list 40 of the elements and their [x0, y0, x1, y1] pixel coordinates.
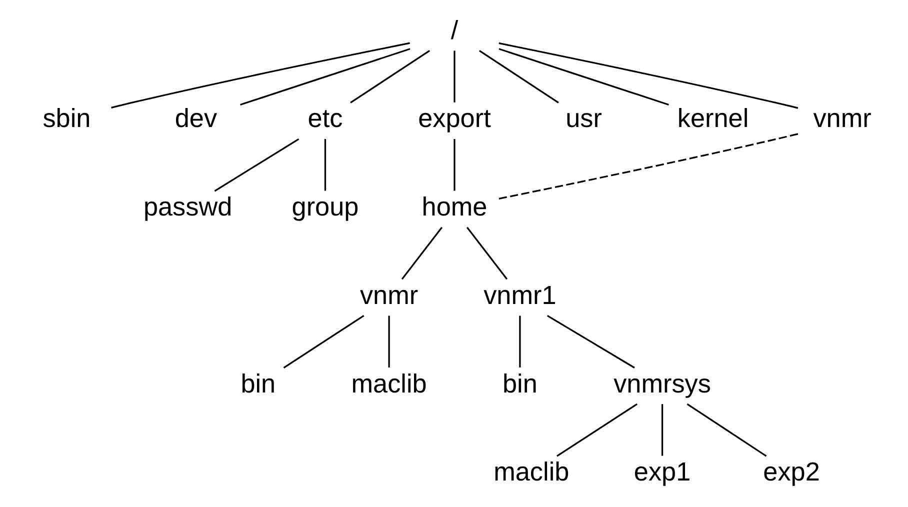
node-text: vnmr: [359, 280, 418, 310]
connector: [388, 316, 390, 368]
node-text: passwd: [142, 192, 232, 222]
connector: [400, 226, 442, 280]
connector: [350, 50, 430, 104]
node-text: vnmr: [812, 103, 871, 134]
node-text: exp1: [633, 456, 690, 487]
node-text: vnmrsys: [613, 368, 710, 398]
node-text: bin: [240, 368, 276, 398]
node-text: maclib: [493, 456, 569, 487]
connector: [498, 133, 798, 200]
node-text: sbin: [42, 103, 90, 134]
connector: [478, 50, 558, 104]
node-text: etc: [307, 103, 342, 134]
node-text: usr: [565, 103, 602, 134]
node-text: home: [421, 192, 487, 222]
connector: [324, 139, 326, 191]
connector: [453, 139, 455, 191]
connector: [498, 42, 798, 109]
node-text: dev: [174, 103, 217, 134]
connector: [518, 316, 520, 368]
connector: [660, 404, 663, 456]
node-text: bin: [502, 368, 537, 398]
node-text: maclib: [350, 368, 426, 398]
node-text: kernel: [676, 103, 748, 134]
connector: [282, 315, 364, 368]
connector: [214, 138, 299, 192]
connector: [556, 403, 637, 457]
node-text: /: [450, 14, 458, 45]
connector: [240, 48, 410, 106]
connector: [498, 48, 668, 106]
node-text: group: [291, 192, 358, 222]
node-text: export: [418, 103, 490, 134]
connector: [110, 42, 410, 108]
connector: [546, 315, 634, 368]
connector: [686, 403, 766, 457]
node-text: exp2: [762, 456, 820, 487]
connector: [466, 226, 508, 280]
connector: [453, 50, 455, 102]
node-text: vnmr1: [483, 280, 556, 310]
